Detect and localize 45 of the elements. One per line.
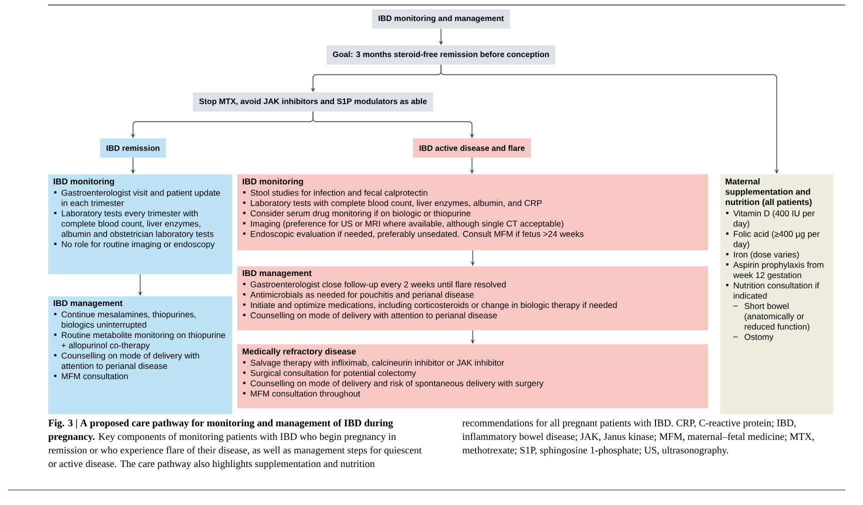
bullet-item: Counselling on mode of delivery with attention to perianal disease bbox=[243, 312, 497, 320]
bullet-item: Vitamin D (400 IU per day) bbox=[726, 210, 815, 228]
bullet-item: Routine metabolite monitoring on thiopurine + allopurinol co-therapy bbox=[54, 332, 226, 350]
box-heading: IBD monitoring bbox=[242, 178, 304, 186]
bullet-item: MFM consultation throughout bbox=[243, 390, 360, 398]
bullet-item: Consider serum drug monitoring if on biologic or thiopurine bbox=[243, 210, 470, 218]
bullet-item: Gastroenterologist close follow-up every 2 weeks until flare resolved bbox=[243, 281, 506, 290]
step-box: IBD monitoring and management bbox=[372, 10, 510, 28]
bullet-item: Aspirin prophylaxis from week 12 gestation bbox=[726, 262, 824, 280]
bullet-item: Laboratory tests every trimester with complete blood count, liver enzymes, albumin and obstetrician laboratory tests bbox=[54, 210, 214, 239]
bullet-item: Counselling on mode of delivery and risk of spontaneous delivery with surgery bbox=[243, 380, 544, 388]
bullet-item: Counselling on mode of delivery with attention to perianal disease bbox=[54, 352, 200, 371]
bullet-item: Continue mesalamines, thiopurines, biologics uninterrupted bbox=[54, 311, 196, 330]
info-box bbox=[48, 296, 232, 414]
bullet-item: Antimicrobials as needed for pouchitis and perianal disease bbox=[243, 291, 474, 300]
bullet-item: Salvage therapy with infliximab, calcineurin inhibitor or JAK inhibitor bbox=[243, 360, 504, 368]
bullet-item: Imaging (preference for US or MRI where available, although single CT acceptable) bbox=[243, 220, 564, 228]
box-heading: Maternal supplementation and nutrition (all patients) bbox=[726, 178, 812, 207]
category-box: IBD remission bbox=[100, 138, 166, 158]
bullet-item: Iron (dose varies) bbox=[726, 251, 799, 260]
box-heading: IBD management bbox=[242, 270, 312, 278]
bullet-item: Nutrition consultation if indicated bbox=[726, 282, 820, 299]
step-box: Goal: 3 months steroid-free remission before conception bbox=[326, 46, 556, 64]
info-box bbox=[720, 174, 834, 414]
sub-item: Ostomy bbox=[732, 334, 774, 342]
info-box bbox=[48, 174, 232, 274]
bullet-item: Initiate and optimize medications, including corticosteroids or change in biologic therapy if needed bbox=[243, 302, 617, 310]
info-box bbox=[237, 344, 708, 408]
bullet-item: No role for routine imaging or endoscopy bbox=[54, 241, 215, 249]
info-box bbox=[237, 174, 708, 250]
box-heading: Medically refractory disease bbox=[242, 348, 356, 356]
sub-item: Short bowel (anatomically or reduced function) bbox=[732, 302, 810, 332]
category-box: IBD active disease and flare bbox=[413, 138, 531, 158]
bullet-item: Laboratory tests with complete blood count, liver enzymes, albumin, and CRP bbox=[243, 200, 542, 208]
bullet-item: Surgical consultation for potential colectomy bbox=[243, 370, 416, 378]
step-box: Stop MTX, avoid JAK inhibitors and S1P modulators as able bbox=[193, 92, 434, 112]
box-heading: IBD management bbox=[54, 300, 123, 308]
bullet-item: Endoscopic evaluation if needed, preferably unsedated. Consult MFM if fetus >24 weeks bbox=[243, 230, 584, 239]
box-heading: IBD monitoring bbox=[54, 178, 114, 186]
caption: Fig. 3 | A proposed care pathway for monitoring and management of IBD during pregnancy. Key components of monitoring patients with IBD who begin pregnancy in remission or who experience flare of their disease, as well as management steps for quiescent or active disease. The care pathway also highlights supplementation and nutrition recommendations for all pregnant patients with IBD. CRP, C-reactive protein; IBD, inflammatory bowel disease; JAK, Janus kinase; MFM, maternal–fetal medicine; MTX, methotrexate; S1P, sphingosine 1-phosphate; US, ultrasonography. bbox=[48, 419, 814, 470]
bullet-item: Gastroenterologist visit and patient update in each trimester bbox=[54, 190, 220, 206]
bullet-item: Folic acid (≥400 μg per day) bbox=[726, 230, 820, 249]
info-box bbox=[237, 266, 708, 330]
bullet-item: MFM consultation bbox=[54, 372, 128, 380]
bullet-item: Stool studies for infection and fecal calprotectin bbox=[243, 190, 428, 198]
